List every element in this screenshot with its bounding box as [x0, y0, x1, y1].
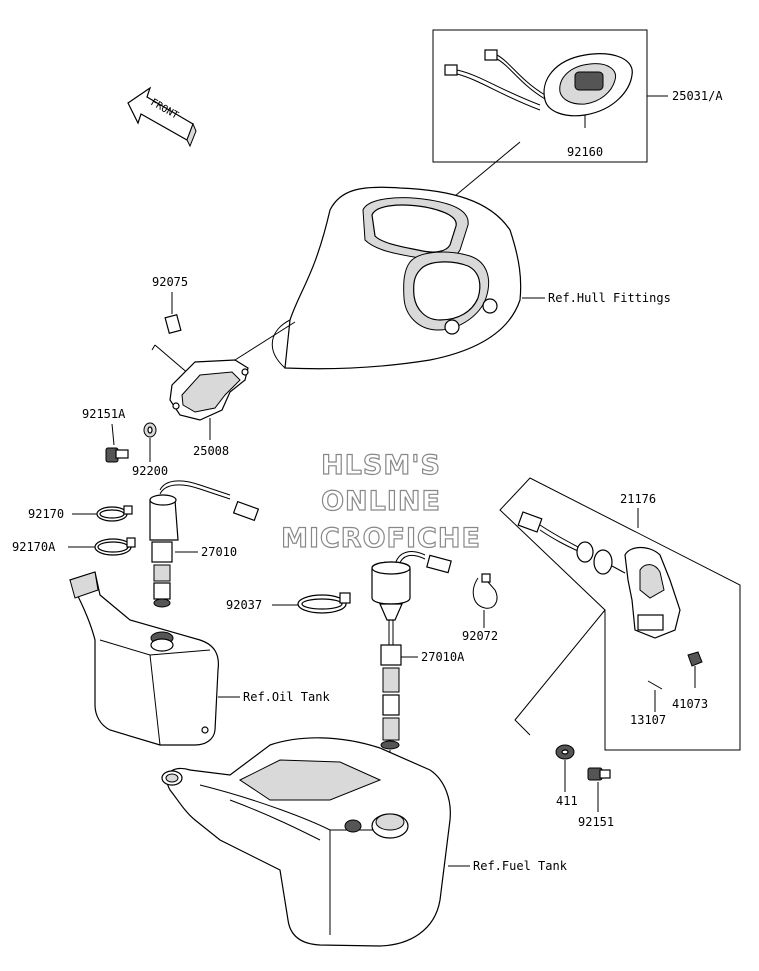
hull-cover [271, 141, 522, 370]
oil-sensor-27010 [149, 480, 260, 608]
clip-41073 [687, 651, 703, 688]
label-ref-fuel-tank: Ref.Fuel Tank [473, 859, 568, 873]
bracket-25008 [169, 321, 296, 421]
meter-inset-box [432, 29, 648, 163]
front-direction-arrow: FRONT [127, 86, 197, 148]
label-27010a: 27010A [421, 650, 465, 664]
label-92160: 92160 [567, 145, 603, 159]
label-92151a: 92151A [82, 407, 126, 421]
label-92037: 92037 [226, 598, 262, 612]
label-25031a: 25031/A [672, 89, 723, 103]
fuel-tank [161, 737, 451, 947]
label-ref-oil-tank: Ref.Oil Tank [243, 690, 330, 704]
clamp-92170 [96, 505, 133, 522]
fuel-sensor-27010a [371, 551, 452, 818]
watermark-line1: HLSM'S [321, 450, 441, 481]
watermark-line2: ONLINE [321, 486, 441, 517]
bolt-92151a [105, 447, 129, 463]
label-92170a: 92170A [12, 540, 56, 554]
label-92200: 92200 [132, 464, 168, 478]
watermark: HLSM'S ONLINE MICROFICHE [280, 449, 481, 554]
label-13107: 13107 [630, 713, 666, 727]
pump-inset [499, 477, 741, 751]
label-21176: 21176 [620, 492, 656, 506]
label-92075: 92075 [152, 275, 188, 289]
clamp-92037 [297, 592, 351, 614]
label-411: 411 [556, 794, 578, 808]
label-92170: 92170 [28, 507, 64, 521]
label-ref-hull-fittings: Ref.Hull Fittings [548, 291, 671, 305]
bolt-92151 [587, 767, 611, 781]
label-92151: 92151 [578, 815, 614, 829]
clamp-92170a [94, 537, 136, 556]
watermark-line3: MICROFICHE [281, 523, 481, 554]
oil-tank [69, 571, 220, 746]
label-41073: 41073 [672, 697, 708, 711]
label-27010: 27010 [201, 545, 237, 559]
label-25008: 25008 [193, 444, 229, 458]
band-92072 [472, 573, 498, 609]
label-92072: 92072 [462, 629, 498, 643]
